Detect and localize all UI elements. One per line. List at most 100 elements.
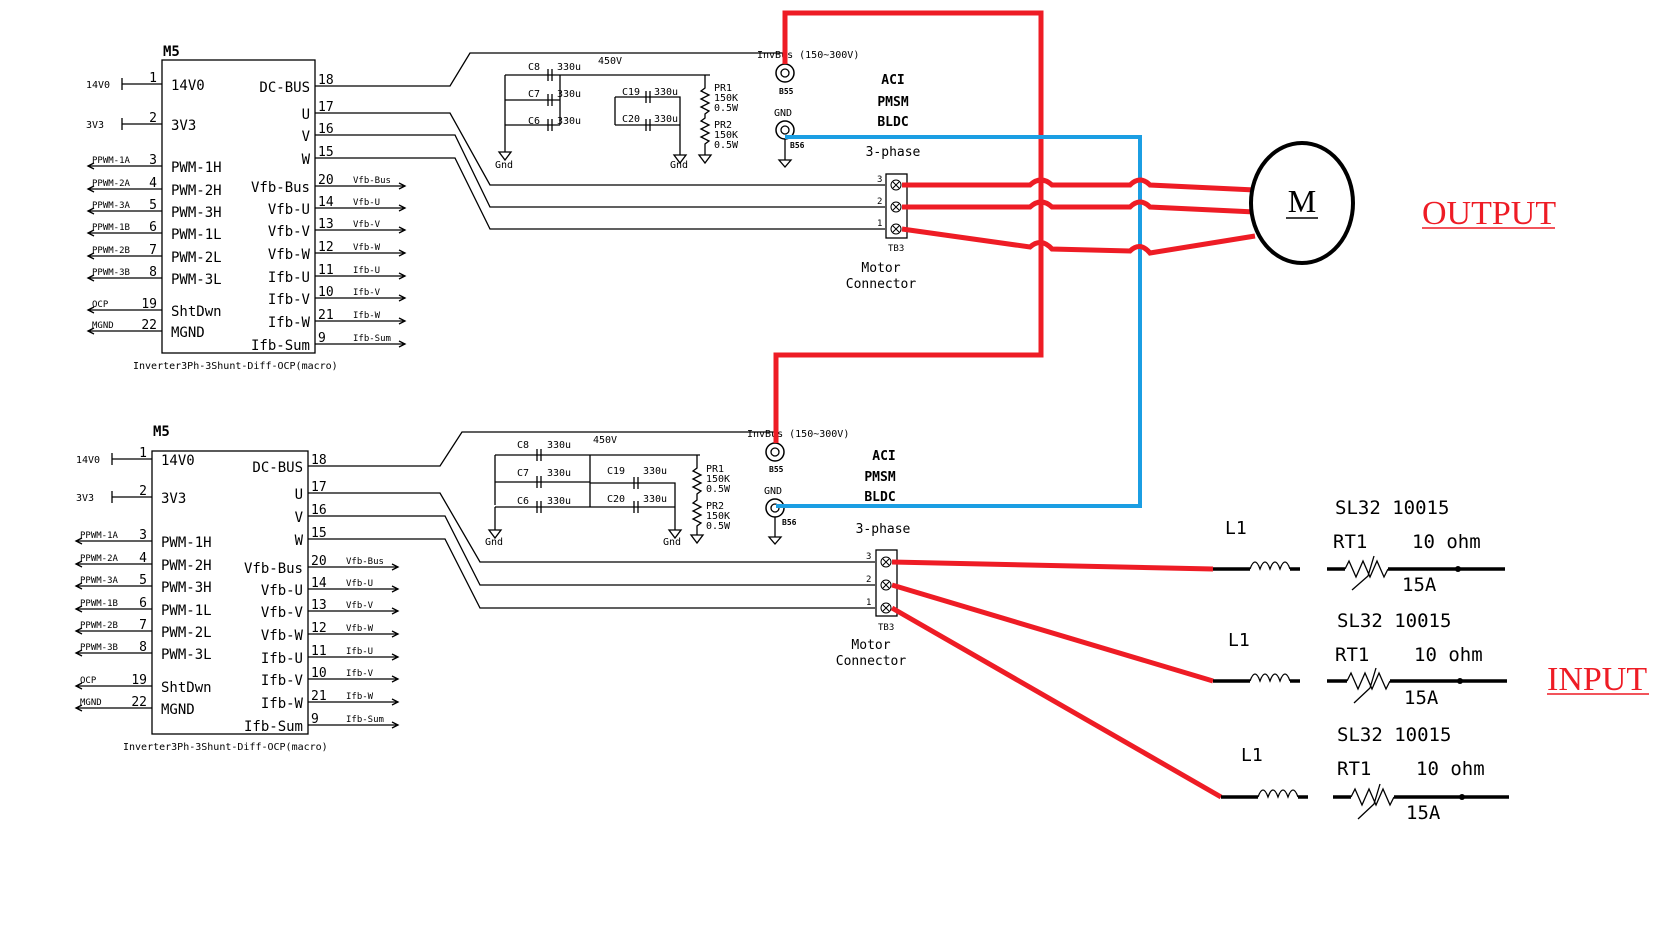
pin-net-label: PPWM-3A [80, 576, 119, 586]
thermistor-ref: RT1 [1333, 531, 1367, 553]
pin-name: PWM-2H [171, 183, 222, 199]
pin-name: DC-BUS [259, 80, 310, 96]
pin-net-label: Vfb-V [353, 220, 381, 230]
svg-text:0.5W: 0.5W [714, 140, 739, 151]
pin-number: 16 [311, 503, 327, 518]
svg-text:GND: GND [774, 108, 792, 119]
phase-u-line [308, 492, 875, 563]
pin-net-label: Ifb-V [346, 669, 374, 679]
pin-number: 17 [318, 100, 334, 115]
pin-number: 15 [311, 526, 327, 541]
pin-name: U [295, 487, 303, 503]
bleeder-resistors: PR1 150K 0.5W PR2 150K 0.5W [697, 75, 739, 165]
svg-text:Gnd: Gnd [670, 160, 688, 171]
motor-type-bldc: BLDC [877, 115, 908, 130]
svg-text:M: M [1288, 183, 1316, 219]
inverter-macro-label: Inverter3Ph-3Shunt-Diff-OCP(macro) [123, 742, 328, 753]
pin-net-label: 3V3 [76, 493, 94, 504]
pin-name: PWM-1L [161, 603, 212, 619]
motor-type-aci: ACI [872, 449, 895, 464]
dc-bus-line [315, 52, 785, 87]
pin-name: Ifb-U [261, 651, 303, 667]
inductor-label: L1 [1228, 630, 1250, 651]
svg-text:PR2: PR2 [706, 501, 724, 512]
svg-text:B55: B55 [769, 465, 784, 474]
pin-number: 19 [131, 673, 147, 688]
svg-text:150K: 150K [706, 474, 730, 485]
svg-text:C20: C20 [607, 494, 625, 505]
bus-terminal-b55: InvBus (150~300V) B55 [747, 429, 849, 474]
pin-name: Vfb-W [268, 247, 311, 263]
pin-number: 13 [311, 598, 327, 613]
svg-text:330u: 330u [654, 87, 678, 98]
dc-bus-line [308, 431, 775, 467]
pin-number: 18 [311, 453, 327, 468]
pin-number: 7 [149, 243, 157, 258]
thermistor-resistance: 10 ohm [1416, 758, 1485, 780]
thermistor-resistance: 10 ohm [1412, 531, 1481, 553]
pin-net-label: PPWM-3A [92, 201, 131, 211]
motor-phase-wires [901, 177, 1256, 256]
svg-text:330u: 330u [643, 466, 667, 477]
inverter-macro-label: Inverter3Ph-3Shunt-Diff-OCP(macro) [133, 361, 338, 372]
pin-number: 5 [149, 198, 157, 213]
pin-name: Vfb-Bus [244, 561, 303, 577]
inverter-title: M5 [163, 44, 180, 60]
input-filter-2: L1 SL32 10015 RT1 10 ohm 15A [1213, 610, 1507, 709]
svg-text:PR1: PR1 [714, 83, 732, 94]
svg-text:C7: C7 [517, 468, 529, 479]
svg-text:0.5W: 0.5W [714, 103, 739, 114]
pin-number: 14 [311, 576, 327, 591]
pin-net-label: Vfb-W [346, 624, 374, 634]
motor-type-bldc: BLDC [864, 490, 895, 505]
pin-net-label: MGND [80, 698, 102, 708]
pin-name: PWM-3H [171, 205, 222, 221]
pin-net-label: OCP [80, 676, 97, 686]
pin-name: ShtDwn [171, 304, 222, 320]
pin-number: 2 [149, 111, 157, 126]
pin-net-label: Ifb-Sum [346, 715, 384, 725]
pin-name: PWM-3L [171, 272, 222, 288]
pin-name: V [302, 129, 311, 145]
thermistor-part: SL32 10015 [1337, 610, 1451, 632]
pin-name: PWM-2L [161, 625, 212, 641]
pin-number: 3 [139, 528, 147, 543]
pin-net-label: PPWM-3B [92, 268, 130, 278]
pin-net-label: Ifb-W [353, 311, 381, 321]
svg-text:3: 3 [866, 552, 871, 562]
pin-net-label: PPWM-2B [80, 621, 118, 631]
pin-number: 2 [139, 484, 147, 499]
svg-text:3: 3 [877, 175, 882, 185]
pin-net-label: PPWM-1B [92, 223, 130, 233]
pin-name: Ifb-Sum [244, 719, 303, 735]
pin-number: 10 [311, 666, 327, 681]
thermistor-ref: RT1 [1335, 644, 1369, 666]
pin-name: PWM-1H [171, 160, 222, 176]
pin-name: 14V0 [171, 78, 205, 94]
